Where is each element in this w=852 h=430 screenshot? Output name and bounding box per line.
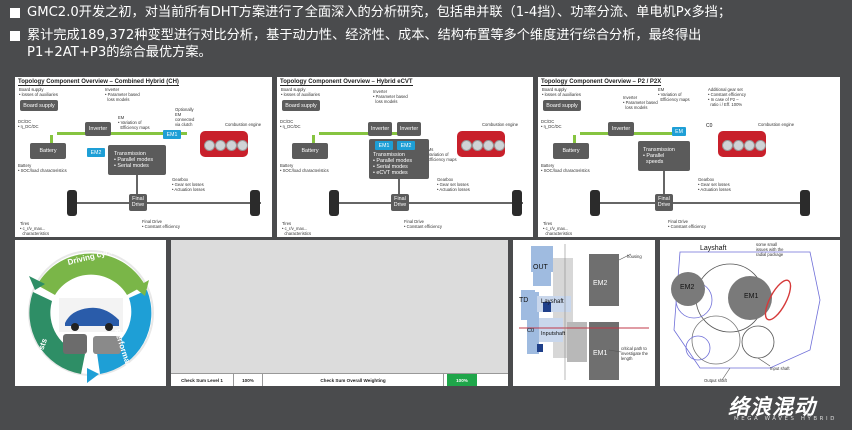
gearbox-icon	[93, 336, 121, 354]
checksum-level-value: 100%	[234, 374, 263, 386]
c0-label: C0	[706, 123, 713, 129]
brand-subtitle: MEGA WAVES HYBRID	[734, 416, 837, 422]
note-inverter: Inverter • Parameter based loss models	[373, 89, 408, 104]
checksum-overall-label: Check Sum Overall Weighting	[263, 374, 444, 386]
section-em1-label: EM1	[744, 293, 759, 300]
note-gear: Additional gear set • Constant efficienc…	[708, 87, 746, 107]
cad-inputshaft-label: Inputshaft	[541, 331, 566, 337]
note-engine: Combustion engine	[482, 122, 519, 127]
checksum-overall-value: 100%	[447, 374, 477, 386]
final-drive-box: Final Drive	[129, 194, 147, 211]
battery-box: Battery	[292, 143, 328, 159]
board-supply-box: Board supply	[20, 100, 58, 111]
inverter-box: Inverter	[85, 122, 111, 136]
note-board: Board supply • losses of auxiliaries	[542, 87, 581, 97]
board-supply-box: Board supply	[543, 100, 581, 111]
em-box: EM	[672, 127, 686, 136]
engine-icon	[63, 334, 87, 354]
bullet-text-3: P1+2AT+P3的综合最优方案。	[27, 45, 212, 60]
cycle-panel: Driving cycle Performance Costs	[15, 240, 166, 386]
brand-logo: 络浪混动	[728, 395, 816, 419]
section-input-label: Input shaft	[770, 366, 790, 371]
em1-box: EM1	[375, 141, 393, 150]
note-final: Final Drive • Constant efficiency	[404, 219, 442, 229]
note-em: EMs • Variation of Efficiency maps	[425, 147, 457, 162]
board-supply-box: Board supply	[282, 100, 320, 111]
section-radial-note: some small issues with the radial packag…	[756, 242, 784, 257]
note-gearbox: Gearbox • Gear set losses • Actuation lo…	[172, 177, 205, 192]
inverter-box-2: Inverter	[397, 122, 421, 136]
note-final: Final Drive • Constant efficiency	[142, 219, 180, 229]
panel-title: Topology Component Overview – Hybrid eCV…	[280, 79, 413, 86]
panel-title: Topology Component Overview – P2 / P2X	[541, 79, 662, 86]
cad-out-label: OUT	[533, 264, 548, 271]
section-drawing	[660, 240, 840, 386]
note-optional: Optionally EM connected via clutch	[175, 107, 195, 127]
note-dcdc: DC/DC • η_DC/DC	[18, 119, 39, 129]
note-inverter: Inverter • Parameter based loss models	[623, 95, 658, 110]
cad-critical-note: critical path to investigate the length	[621, 346, 649, 361]
note-dcdc: DC/DC • η_DC/DC	[541, 119, 562, 129]
battery-box: Battery	[30, 143, 66, 159]
final-drive-box: Final Drive	[655, 194, 673, 211]
note-engine: Combustion engine	[758, 122, 795, 127]
cad-em2-label: EM2	[593, 280, 608, 287]
topology-panel-ch: Topology Component Overview – Combined H…	[15, 77, 272, 237]
note-inverter: Inverter • Parameter based loss models	[105, 87, 140, 102]
note-em: EM • Variation of Efficiency maps	[658, 87, 690, 102]
inverter-box-1: Inverter	[368, 122, 392, 136]
transmission-box: Transmission • Parallel modes • Serial m…	[108, 145, 166, 175]
bullet-text-1: GMC2.0开发之初，对当前所有DHT方案进行了全面深入的分析研究，包括串并联（…	[27, 5, 732, 20]
section-em2-label: EM2	[680, 284, 695, 291]
note-dcdc: DC/DC • η_DC/DC	[280, 119, 301, 129]
checksum-table-panel: Check Sum Level 1 100% Check Sum Overall…	[171, 240, 508, 386]
bullet-text-2: 累计完成189,372种变型进行对比分析，基于动力性、经济性、成本、结构布置等多…	[27, 28, 702, 43]
cycle-diagram	[28, 250, 154, 383]
note-battery: Battery • SOC/load characteristics	[18, 163, 67, 173]
transmission-box: Transmission • Parallel speeds	[638, 141, 690, 171]
cad-layshaft-label: Layshaft	[541, 299, 564, 305]
bullet-square	[10, 8, 20, 18]
note-tires: Tires • c_r/v_max... characteristics	[282, 221, 312, 236]
note-board: Board supply • losses of auxiliaries	[281, 87, 320, 97]
note-gearbox: Gearbox • Gear set losses • Actuation lo…	[437, 177, 470, 192]
note-engine: Combustion engine	[225, 122, 262, 127]
em1-box: EM1	[163, 130, 181, 139]
note-final: Final Drive • Constant efficiency	[668, 219, 706, 229]
final-drive-box: Final Drive	[391, 194, 409, 211]
note-board: Board supply • losses of auxiliaries	[19, 87, 58, 97]
panel-title: Topology Component Overview – Combined H…	[18, 79, 179, 86]
note-gearbox: Gearbox • Gear set losses • Actuation lo…	[698, 177, 731, 192]
section-panel: Layshaft EM2 EM1 some small issues with …	[660, 240, 840, 386]
topology-panel-p2: Topology Component Overview – P2 / P2X B…	[538, 77, 840, 237]
cad-c0-label: C0	[527, 328, 535, 334]
checksum-level-label: Check Sum Level 1	[171, 374, 234, 386]
section-layshaft-label: Layshaft	[700, 245, 727, 252]
checksum-row: Check Sum Level 1 100% Check Sum Overall…	[171, 373, 508, 386]
note-battery: Battery • SOC/load characteristics	[541, 163, 590, 173]
car-icon	[65, 307, 119, 326]
cad-layout-panel: OUT EM2 TD Layshaft C0 Inputshaft EM1 ho…	[513, 240, 655, 386]
note-em: EM • Variation of Efficiency maps	[118, 115, 150, 130]
cad-drawing	[513, 240, 655, 386]
bullet-square	[10, 31, 20, 41]
em2-box: EM2	[87, 148, 105, 157]
topology-panel-ecvt: Topology Component Overview – Hybrid eCV…	[277, 77, 533, 237]
cad-housing-note: housing	[627, 254, 642, 259]
inverter-box: Inverter	[608, 122, 634, 136]
driving-cycle-arc	[37, 253, 145, 295]
cad-td-label: TD	[519, 297, 529, 304]
cad-em1-label: EM1	[593, 350, 608, 357]
note-tires: Tires • c_r/v_max... characteristics	[543, 221, 573, 236]
table-grid	[171, 240, 508, 373]
battery-box: Battery	[553, 143, 589, 159]
em2-box: EM2	[397, 141, 415, 150]
note-tires: Tires • c_r/v_max... characteristics	[20, 221, 50, 236]
note-battery: Battery • SOC/load characteristics	[280, 163, 329, 173]
section-output-label: Output shaft	[704, 378, 727, 383]
